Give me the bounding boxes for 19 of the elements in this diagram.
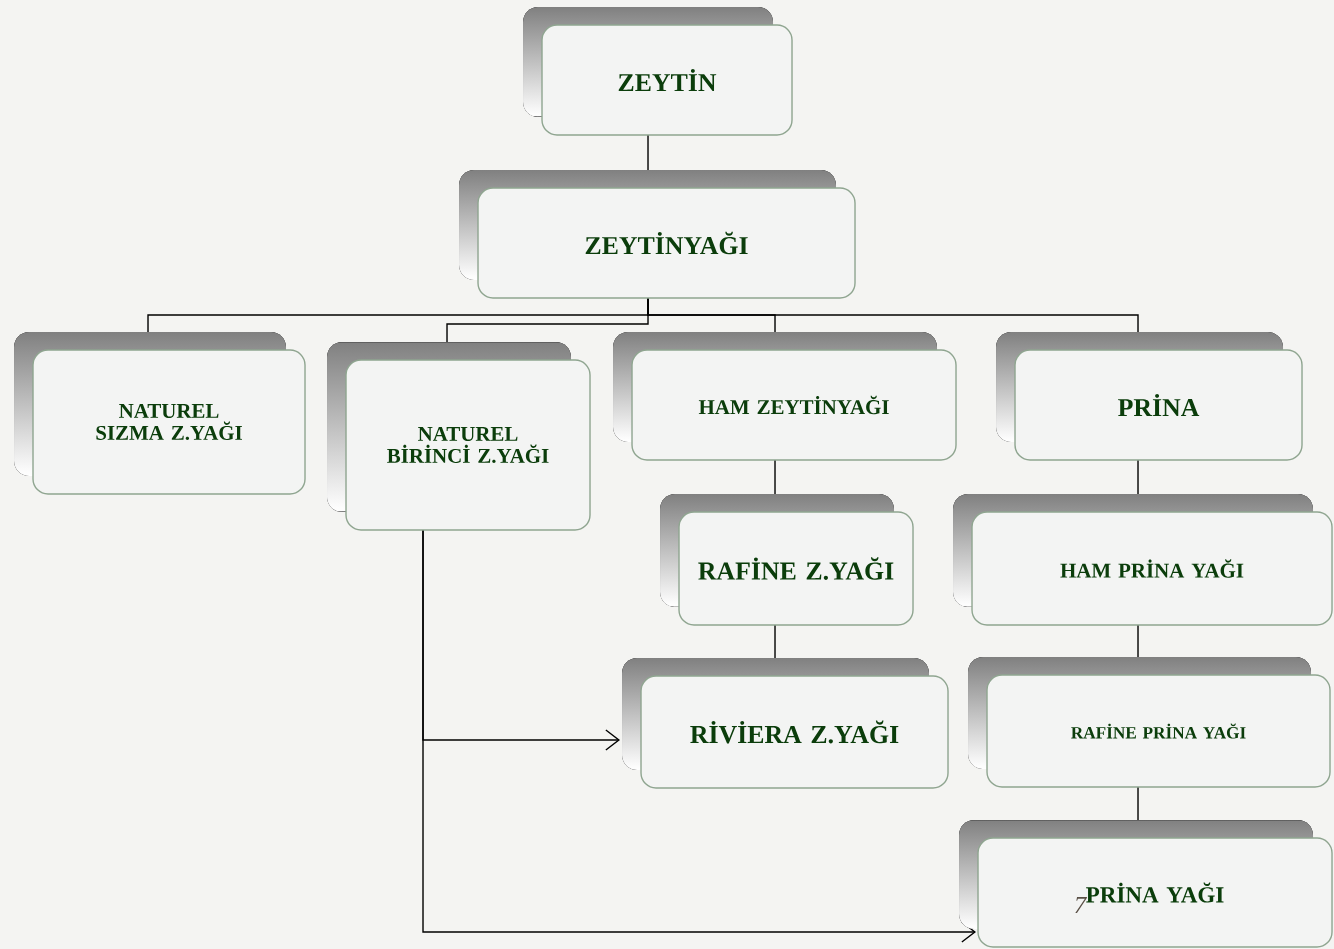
connector	[1137, 459, 1139, 495]
connector	[647, 134, 649, 171]
process-box: NATUREL BİRİNCİ Z.YAĞI	[327, 342, 591, 531]
process-box: NATUREL SIZMA Z.YAĞI	[14, 332, 306, 495]
connector	[647, 297, 1139, 333]
process-box: PRİNA	[996, 332, 1303, 461]
process-box: RİVİERA Z.YAĞI	[622, 658, 949, 789]
connector	[774, 459, 776, 495]
process-box: RAFİNE Z.YAĞI	[660, 494, 914, 626]
process-box: ZEYTİN	[523, 7, 793, 136]
process-box: ZEYTİNYAĞI	[459, 170, 856, 299]
process-box: HAM PRİNA YAĞI	[953, 494, 1333, 626]
connector	[1137, 786, 1139, 821]
connector	[774, 624, 776, 659]
page-number: 7	[1075, 896, 1087, 914]
connector	[1137, 624, 1139, 658]
connector	[422, 529, 976, 943]
process-box: RAFİNE PRİNA YAĞI	[968, 657, 1331, 788]
process-box: HAM ZEYTİNYAĞI	[613, 332, 957, 461]
